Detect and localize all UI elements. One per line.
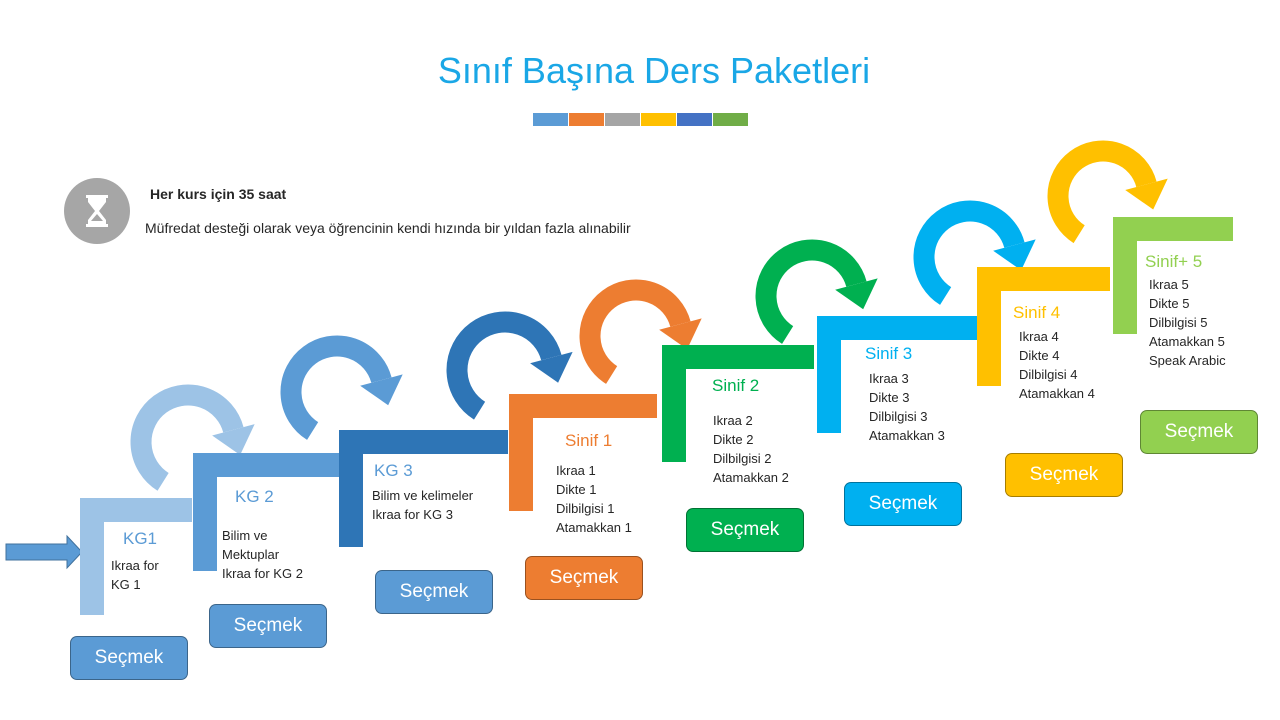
arrowhead-icon <box>530 351 573 383</box>
step-course-list: Ikraa 3 Dikte 3 Dilbilgisi 3 Atamakkan 3 <box>869 369 945 445</box>
strip-segment <box>713 113 748 126</box>
step-course-list: Ikraa 1 Dikte 1 Dilbilgisi 1 Atamakkan 1 <box>556 461 632 537</box>
strip-segment <box>605 113 640 126</box>
step-title: KG1 <box>123 529 158 548</box>
course-item: Ikraa 1 <box>556 463 596 478</box>
strip-segment <box>677 113 712 126</box>
select-button[interactable]: Seçmek <box>70 636 188 680</box>
select-button[interactable]: Seçmek <box>1005 453 1123 497</box>
hourglass-icon <box>64 178 130 244</box>
course-item: Dikte 4 <box>1019 348 1060 363</box>
select-button[interactable]: Seçmek <box>1140 410 1258 454</box>
course-item: Dikte 5 <box>1149 296 1190 311</box>
course-item: Dilbilgisi 4 <box>1019 367 1078 382</box>
step-title: Sinif 4 <box>1013 303 1061 322</box>
arrowhead-icon <box>835 278 878 310</box>
course-item: Atamakkan 3 <box>869 428 945 443</box>
course-item: Atamakkan 4 <box>1019 386 1095 401</box>
step-title: Sinif 1 <box>565 431 613 450</box>
strip-segment <box>641 113 676 126</box>
curved-arrow-icon <box>1047 140 1157 244</box>
course-item: Mektuplar <box>222 547 280 562</box>
course-item: Ikraa for <box>111 558 159 573</box>
course-item: Dikte 1 <box>556 482 597 497</box>
arrowhead-icon <box>659 318 702 350</box>
arrowhead-icon <box>993 239 1036 271</box>
course-item: Dikte 3 <box>869 390 910 405</box>
step-course-list: Ikraa for KG 1 <box>111 556 159 594</box>
course-item: Ikraa 3 <box>869 371 909 386</box>
course-item: Atamakkan 2 <box>713 470 789 485</box>
curved-arrow-icon <box>755 239 867 344</box>
select-button[interactable]: Seçmek <box>209 604 327 648</box>
course-item: Atamakkan 1 <box>556 520 632 535</box>
step-horizontal-bar <box>80 498 192 522</box>
curved-arrow-icon <box>446 311 562 420</box>
course-item: KG 1 <box>111 577 141 592</box>
course-item: Dilbilgisi 5 <box>1149 315 1208 330</box>
arrowhead-icon <box>1125 178 1168 210</box>
strip-segment <box>569 113 604 126</box>
course-item: Dikte 2 <box>713 432 754 447</box>
course-item: Ikraa 2 <box>713 413 753 428</box>
step-title: Sinif+ 5 <box>1145 252 1203 271</box>
select-button[interactable]: Seçmek <box>844 482 962 526</box>
course-item: Ikraa for KG 3 <box>372 507 453 522</box>
course-item: Ikraa 5 <box>1149 277 1189 292</box>
strip-segment <box>533 113 568 126</box>
step-title: KG 3 <box>374 461 413 480</box>
step-title: Sinif 2 <box>712 376 760 395</box>
course-item: Ikraa 4 <box>1019 329 1059 344</box>
step-horizontal-bar <box>662 345 814 369</box>
step-horizontal-bar <box>509 394 657 418</box>
course-item: Dilbilgisi 2 <box>713 451 772 466</box>
step-title: Sinif 3 <box>865 344 913 363</box>
arrowhead-icon <box>212 424 255 455</box>
step-course-list: Ikraa 4 Dikte 4 Dilbilgisi 4 Atamakkan 4 <box>1019 327 1095 403</box>
course-item: Bilim ve kelimeler <box>372 488 474 503</box>
select-button[interactable]: Seçmek <box>375 570 493 614</box>
select-button[interactable]: Seçmek <box>525 556 643 600</box>
arrowhead-icon <box>360 374 403 406</box>
step-horizontal-bar <box>817 316 977 340</box>
select-button[interactable]: Seçmek <box>686 508 804 552</box>
curved-arrow-icon <box>579 279 691 384</box>
course-item: Ikraa for KG 2 <box>222 566 303 581</box>
curved-arrow-icon <box>280 335 392 440</box>
step-horizontal-bar <box>193 453 340 477</box>
page-title: Sınıf Başına Ders Paketleri <box>437 50 871 91</box>
course-item: Speak Arabic <box>1149 353 1226 368</box>
step-horizontal-bar <box>1113 217 1233 241</box>
color-strip <box>533 113 748 126</box>
hours-note: Her kurs için 35 saat <box>150 186 287 202</box>
step-horizontal-bar <box>977 267 1110 291</box>
course-item: Dilbilgisi 1 <box>556 501 615 516</box>
step-title: KG 2 <box>235 487 274 506</box>
step-course-list: Ikraa 5 Dikte 5 Dilbilgisi 5 Atamakkan 5 Spe… <box>1149 275 1226 370</box>
step-course-list: Ikraa 2 Dikte 2 Dilbilgisi 2 Atamakkan 2 <box>713 411 789 487</box>
step-horizontal-bar <box>339 430 508 454</box>
course-item: Bilim ve <box>222 528 268 543</box>
entry-arrow-icon <box>5 534 83 570</box>
course-item: Dilbilgisi 3 <box>869 409 928 424</box>
course-item: Atamakkan 5 <box>1149 334 1225 349</box>
curved-arrow-icon <box>913 200 1025 305</box>
curved-arrow-icon <box>130 384 244 491</box>
description-note: Müfredat desteği olarak veya öğrencinin … <box>145 220 631 236</box>
